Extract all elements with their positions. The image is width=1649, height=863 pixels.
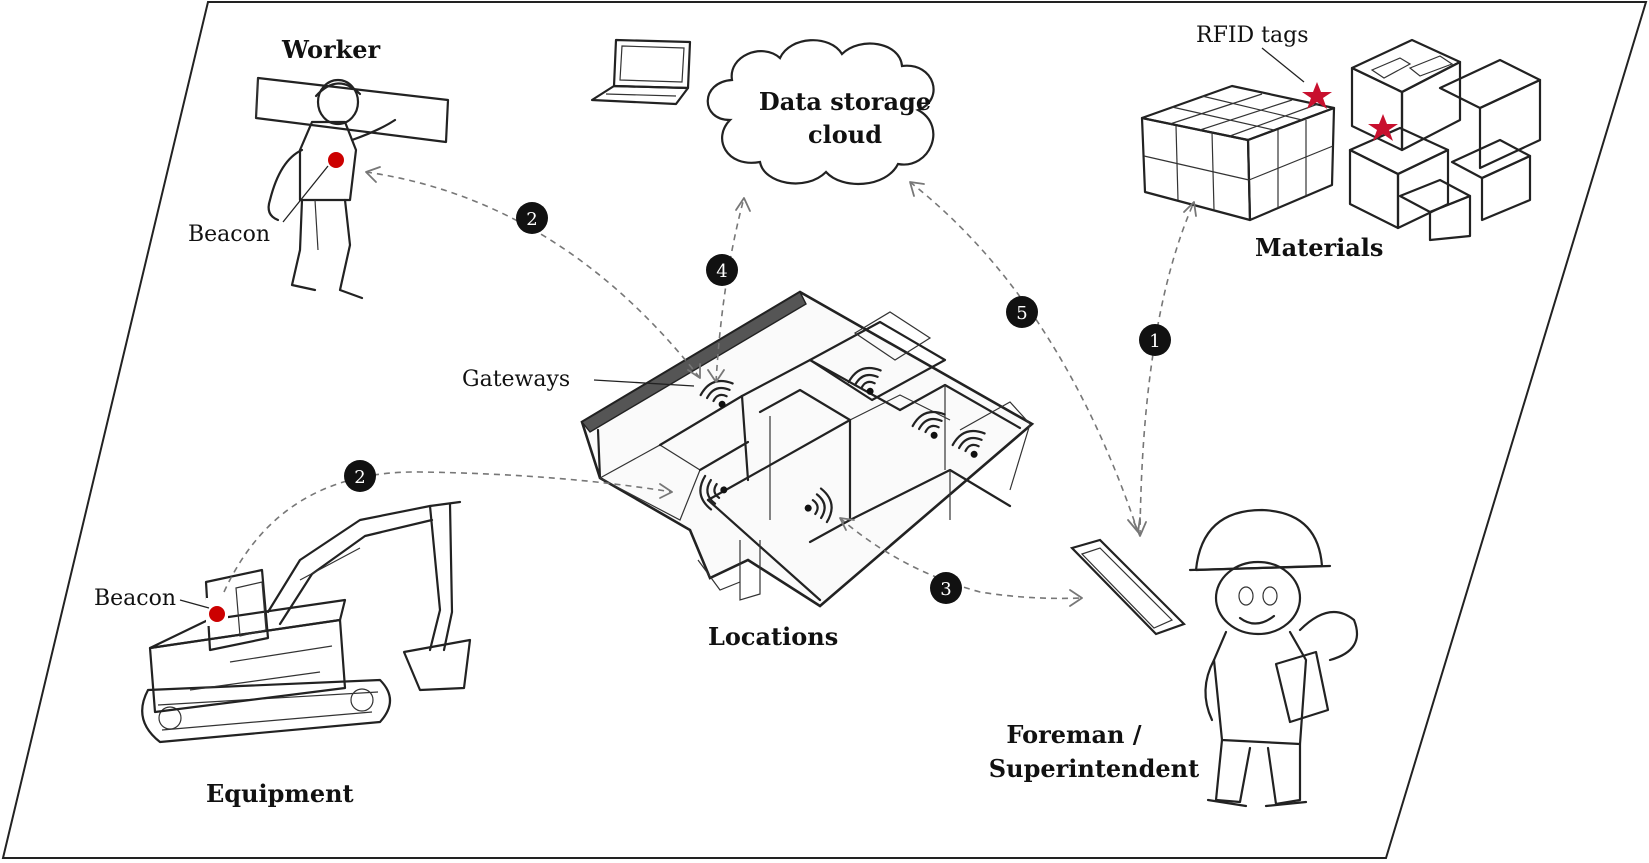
- cloud-label-line1: Data storage: [759, 87, 931, 116]
- rfid-label: RFID tags: [1196, 23, 1308, 48]
- wifi-icon: [699, 379, 734, 408]
- wifi-icon: [951, 429, 986, 458]
- connector-worker-gateway: [365, 171, 701, 379]
- rfid-star-rebar: [1302, 82, 1332, 109]
- step-badge-2-equipment: [344, 460, 376, 492]
- equipment-beacon-label: Beacon: [94, 586, 176, 611]
- floorplan-sketch: [580, 290, 1035, 608]
- step-badge-5: [1006, 296, 1038, 328]
- worker-beacon-leader: [282, 165, 329, 223]
- equipment-beacon-leader: [179, 599, 210, 609]
- equipment-title: Equipment: [206, 779, 354, 808]
- step-badge-1-label: 1: [1149, 331, 1160, 352]
- connector-equipment-gateway: [223, 471, 673, 593]
- step-badge-5-label: 5: [1016, 303, 1027, 324]
- data-storage-cloud: [706, 39, 935, 185]
- step-badge-3-label: 3: [940, 579, 951, 600]
- worker-beacon-label: Beacon: [188, 222, 270, 247]
- gateways-label: Gateways: [462, 367, 570, 392]
- step-badge-3: [930, 572, 962, 604]
- step-badge-1: [1139, 324, 1171, 356]
- wifi-icon: [699, 474, 728, 511]
- wifi-icon: [804, 487, 833, 524]
- foreman-title-line2: Superintendent: [989, 754, 1199, 783]
- foreman-figure: [1188, 508, 1359, 808]
- step-badge-4: [706, 254, 738, 286]
- step-badge-2-worker: [516, 202, 548, 234]
- connector-gateway-phone: [839, 517, 1083, 600]
- materials-title: Materials: [1255, 233, 1383, 262]
- rebar-cage: [1140, 84, 1336, 222]
- foreman-title-line1: Foreman /: [1006, 720, 1141, 749]
- equipment-beacon-dot: [209, 606, 225, 622]
- excavator-figure: [141, 500, 472, 744]
- connector-cloud-phone: [909, 181, 1139, 533]
- smartphone-icon: [1069, 538, 1187, 636]
- worker-beacon-dot: [328, 152, 344, 168]
- wifi-icon: [911, 410, 946, 439]
- worker-figure: [254, 76, 450, 300]
- locations-title: Locations: [708, 622, 838, 651]
- rfid-leader: [1261, 47, 1305, 83]
- concrete-blocks: [1348, 38, 1542, 242]
- worker-title: Worker: [281, 35, 381, 64]
- rfid-star-block: [1368, 114, 1398, 141]
- step-badge-2-worker-label: 2: [526, 209, 537, 230]
- step-badge-2-equipment-label: 2: [354, 467, 365, 488]
- gateways-leader: [593, 379, 695, 387]
- cloud-label-line2: cloud: [808, 120, 882, 149]
- wifi-icon: [847, 366, 882, 395]
- step-badge-4-label: 4: [716, 261, 727, 282]
- laptop-icon: [590, 38, 692, 106]
- connector-gateway-cloud: [715, 197, 745, 383]
